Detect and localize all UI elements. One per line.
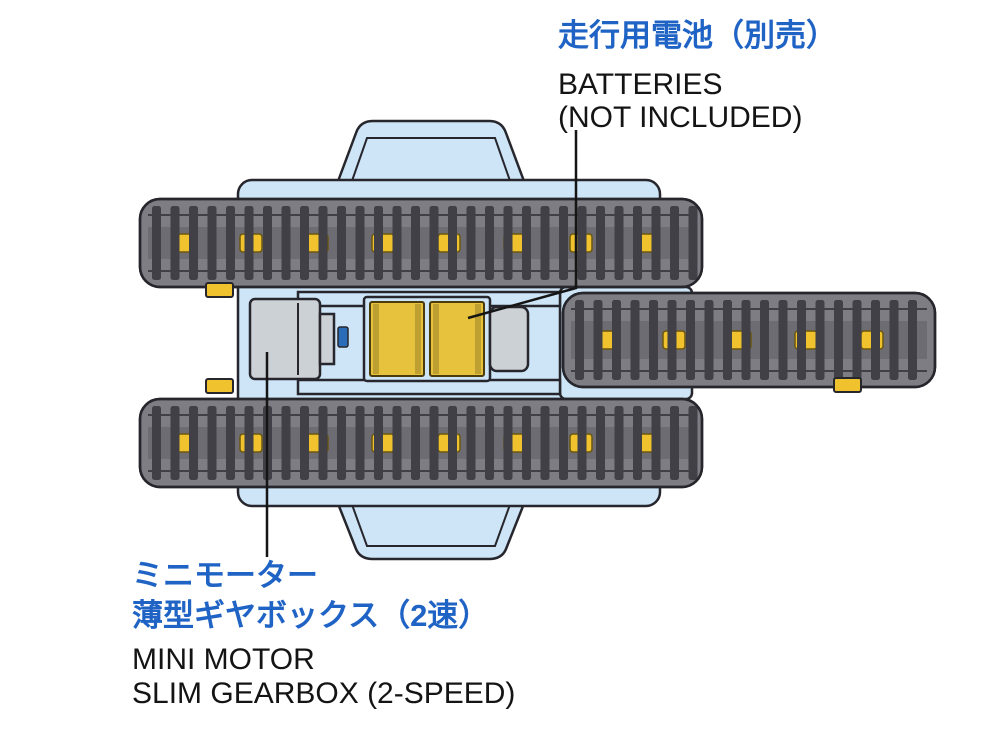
gearbox-label-en-line2: SLIM GEARBOX (2-SPEED)	[132, 676, 516, 710]
battery-cell-right	[429, 301, 485, 377]
top-cover-inner-line	[345, 137, 517, 199]
wheel-tab-left-bottom	[205, 378, 234, 394]
battery-cell-left	[369, 301, 425, 377]
gearbox-output-shaft	[318, 312, 336, 366]
battery-label-jp: 走行用電池（別売）	[558, 18, 837, 53]
wheel-tabs	[205, 282, 862, 394]
gearbox-label: ミニモーター 薄型ギヤボックス（2速） MINI MOTOR SLIM GEAR…	[132, 556, 515, 711]
battery-label-en-line1: BATTERIES	[558, 67, 723, 101]
track-lower	[138, 397, 704, 489]
track-right	[561, 291, 937, 389]
battery-cell-right-shade2	[475, 304, 481, 374]
battery-leader-line	[467, 130, 578, 320]
gearbox-label-en-line1: MINI MOTOR	[132, 643, 315, 677]
bottom-cover-inner-line	[345, 487, 517, 547]
track-upper	[138, 197, 704, 289]
wheel-tab-left-top	[205, 282, 234, 298]
battery-label-en-line2: (NOT INCLUDED)	[558, 101, 803, 135]
gearbox-label-en-block: MINI MOTOR SLIM GEARBOX (2-SPEED)	[132, 643, 515, 710]
gearbox-label-jp-line2: 薄型ギヤボックス（2速）	[132, 597, 490, 633]
switch-part	[337, 326, 349, 348]
gearbox-label-jp-line1: ミニモーター	[132, 558, 318, 593]
motor-unit	[488, 305, 530, 373]
battery-cell-left-shade	[373, 304, 379, 374]
leader-lines	[265, 130, 578, 557]
battery-cell-left-shade2	[415, 304, 421, 374]
gearbox-unit	[248, 297, 322, 381]
chassis-components	[248, 290, 562, 396]
battery-label: 走行用電池（別売） BATTERIES (NOT INCLUDED)	[558, 16, 837, 135]
battery-cell-right-shade	[433, 304, 439, 374]
wheel-tab-right-bottom	[833, 377, 862, 393]
